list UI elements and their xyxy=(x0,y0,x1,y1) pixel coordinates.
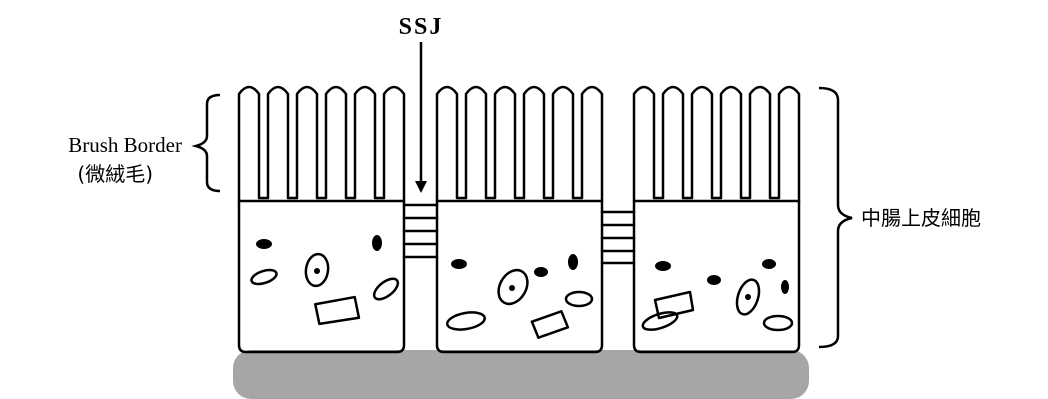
cell-3-organelles xyxy=(641,278,794,332)
septate-junction-1 xyxy=(402,203,439,259)
cell-2-organelles xyxy=(445,268,594,339)
epithelial-cell-1 xyxy=(237,85,406,354)
ssj-pointer xyxy=(415,42,427,193)
ssj-label: SSJ xyxy=(399,14,444,40)
epithelial-cell-3 xyxy=(632,85,801,354)
basement-membrane xyxy=(233,350,809,399)
epithelial-cell-2 xyxy=(435,85,604,354)
brush-border-bracket xyxy=(191,93,221,193)
epithelial-cell-label: 中腸上皮細胞 xyxy=(861,206,981,230)
epithelial-cell-bracket xyxy=(818,86,853,349)
septate-junction-2 xyxy=(600,210,636,265)
nucleus-dots xyxy=(256,235,789,300)
brush-border-label: Brush Border xyxy=(68,133,182,157)
brush-border-jp-label: (微絨毛) xyxy=(77,162,153,186)
cell-1-organelles xyxy=(250,252,400,326)
